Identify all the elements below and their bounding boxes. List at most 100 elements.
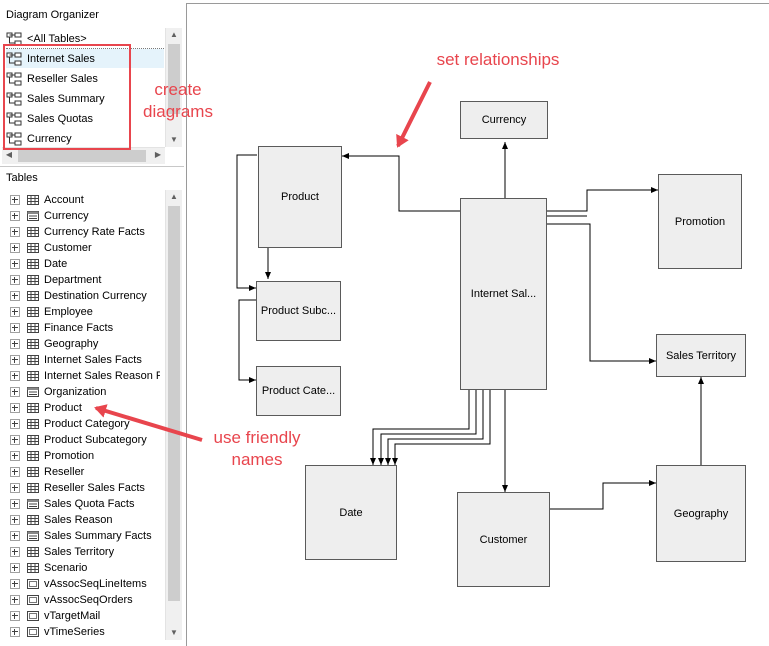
table-list-item[interactable]: Sales Territory bbox=[10, 544, 160, 560]
table-list-item[interactable]: Currency Rate Facts bbox=[10, 224, 160, 240]
scroll-right-icon[interactable]: ▶ bbox=[154, 150, 162, 159]
table-list-item[interactable]: Sales Quota Facts bbox=[10, 496, 160, 512]
table-list-item[interactable]: Customer bbox=[10, 240, 160, 256]
table-list-item[interactable]: Product bbox=[10, 400, 160, 416]
expand-icon[interactable] bbox=[10, 579, 20, 589]
table-list-item[interactable]: Reseller bbox=[10, 464, 160, 480]
table-icon bbox=[27, 563, 39, 573]
table-list-item[interactable]: vTimeSeries bbox=[10, 624, 160, 640]
diagram-organizer-item[interactable]: Sales Summary bbox=[6, 89, 164, 108]
table-list-item[interactable]: vTargetMail bbox=[10, 608, 160, 624]
expand-icon[interactable] bbox=[10, 275, 20, 285]
table-list-item[interactable]: Internet Sales Reason F bbox=[10, 368, 160, 384]
node-sales-territory[interactable]: Sales Territory bbox=[656, 334, 746, 377]
node-product-category[interactable]: Product Cate... bbox=[256, 366, 341, 416]
node-promotion[interactable]: Promotion bbox=[658, 174, 742, 269]
expand-icon[interactable] bbox=[10, 387, 20, 397]
table-list-item-label: Employee bbox=[44, 306, 93, 318]
expand-icon[interactable] bbox=[10, 291, 20, 301]
scroll-left-icon[interactable]: ◀ bbox=[5, 150, 13, 159]
expand-icon[interactable] bbox=[10, 563, 20, 573]
table-list-item-label: Internet Sales Facts bbox=[44, 354, 142, 366]
scrollbar-thumb[interactable] bbox=[18, 150, 146, 162]
node-product[interactable]: Product bbox=[258, 146, 342, 248]
tables-vertical-scrollbar[interactable]: ▲ ▼ bbox=[165, 190, 182, 640]
table-icon bbox=[27, 467, 39, 477]
table-list-item-label: Destination Currency bbox=[44, 290, 147, 302]
table-list-item[interactable]: Destination Currency bbox=[10, 288, 160, 304]
table-list-item[interactable]: Sales Summary Facts bbox=[10, 528, 160, 544]
expand-icon[interactable] bbox=[10, 403, 20, 413]
expand-icon[interactable] bbox=[10, 419, 20, 429]
table-list-item[interactable]: Organization bbox=[10, 384, 160, 400]
expand-icon[interactable] bbox=[10, 515, 20, 525]
expand-icon[interactable] bbox=[10, 371, 20, 381]
expand-icon[interactable] bbox=[10, 307, 20, 317]
panel-divider bbox=[0, 166, 184, 167]
node-product-subcategory[interactable]: Product Subc... bbox=[256, 281, 341, 341]
scroll-up-icon[interactable]: ▲ bbox=[170, 192, 178, 201]
diagram-organizer-item[interactable]: <All Tables> bbox=[6, 29, 164, 49]
expand-icon[interactable] bbox=[10, 323, 20, 333]
relationship-line bbox=[550, 480, 656, 510]
table-list-item[interactable]: Finance Facts bbox=[10, 320, 160, 336]
expand-icon[interactable] bbox=[10, 243, 20, 253]
scroll-down-icon[interactable]: ▼ bbox=[170, 135, 178, 144]
scrollbar-thumb[interactable] bbox=[168, 206, 180, 601]
expand-icon[interactable] bbox=[10, 499, 20, 509]
expand-icon[interactable] bbox=[10, 627, 20, 637]
expand-icon[interactable] bbox=[10, 355, 20, 365]
diagram-organizer-item[interactable]: Reseller Sales bbox=[6, 69, 164, 88]
scrollbar-thumb[interactable] bbox=[168, 44, 180, 114]
table-list-item[interactable]: Promotion bbox=[10, 448, 160, 464]
expand-icon[interactable] bbox=[10, 211, 20, 221]
expand-icon[interactable] bbox=[10, 483, 20, 493]
diagram-organizer-item[interactable]: Currency bbox=[6, 129, 164, 148]
diagram-organizer-item[interactable]: Sales Quotas bbox=[6, 109, 164, 128]
node-date[interactable]: Date bbox=[305, 465, 397, 560]
table-list-item[interactable]: Geography bbox=[10, 336, 160, 352]
expand-icon[interactable] bbox=[10, 611, 20, 621]
table-list-item-label: Internet Sales Reason F bbox=[44, 370, 160, 382]
table-list-item[interactable]: Sales Reason bbox=[10, 512, 160, 528]
organizer-horizontal-scrollbar[interactable]: ◀ ▶ bbox=[2, 147, 165, 164]
expand-icon[interactable] bbox=[10, 531, 20, 541]
dimension-icon bbox=[27, 531, 39, 541]
node-customer[interactable]: Customer bbox=[457, 492, 550, 587]
node-internet-sales[interactable]: Internet Sal... bbox=[460, 198, 547, 390]
expand-icon[interactable] bbox=[10, 339, 20, 349]
node-geography[interactable]: Geography bbox=[656, 465, 746, 562]
table-list-item[interactable]: Date bbox=[10, 256, 160, 272]
table-icon bbox=[27, 547, 39, 557]
node-currency[interactable]: Currency bbox=[460, 101, 548, 139]
table-list-item[interactable]: Currency bbox=[10, 208, 160, 224]
diagram-icon bbox=[6, 32, 22, 45]
expand-icon[interactable] bbox=[10, 259, 20, 269]
table-list-item[interactable]: Account bbox=[10, 192, 160, 208]
expand-icon[interactable] bbox=[10, 195, 20, 205]
diagram-organizer-item[interactable]: Internet Sales bbox=[6, 49, 164, 68]
table-list-item[interactable]: Scenario bbox=[10, 560, 160, 576]
table-list-item[interactable]: Employee bbox=[10, 304, 160, 320]
table-list-item[interactable]: vAssocSeqOrders bbox=[10, 592, 160, 608]
expand-icon[interactable] bbox=[10, 451, 20, 461]
expand-icon[interactable] bbox=[10, 547, 20, 557]
table-list-item[interactable]: vAssocSeqLineItems bbox=[10, 576, 160, 592]
table-list-item[interactable]: Internet Sales Facts bbox=[10, 352, 160, 368]
expand-icon[interactable] bbox=[10, 467, 20, 477]
organizer-vertical-scrollbar[interactable]: ▲ ▼ bbox=[165, 28, 182, 147]
expand-icon[interactable] bbox=[10, 435, 20, 445]
table-list-item[interactable]: Reseller Sales Facts bbox=[10, 480, 160, 496]
table-list-item[interactable]: Department bbox=[10, 272, 160, 288]
relationship-line bbox=[342, 153, 460, 212]
table-icon bbox=[27, 515, 39, 525]
table-list-item[interactable]: Product Category bbox=[10, 416, 160, 432]
scroll-down-icon[interactable]: ▼ bbox=[170, 628, 178, 637]
scroll-up-icon[interactable]: ▲ bbox=[170, 30, 178, 39]
table-icon bbox=[27, 275, 39, 285]
diagram-canvas[interactable]: Currency Product Promotion Internet Sal.… bbox=[186, 3, 769, 646]
expand-icon[interactable] bbox=[10, 595, 20, 605]
table-list-item[interactable]: Product Subcategory bbox=[10, 432, 160, 448]
expand-icon[interactable] bbox=[10, 227, 20, 237]
table-icon bbox=[27, 355, 39, 365]
